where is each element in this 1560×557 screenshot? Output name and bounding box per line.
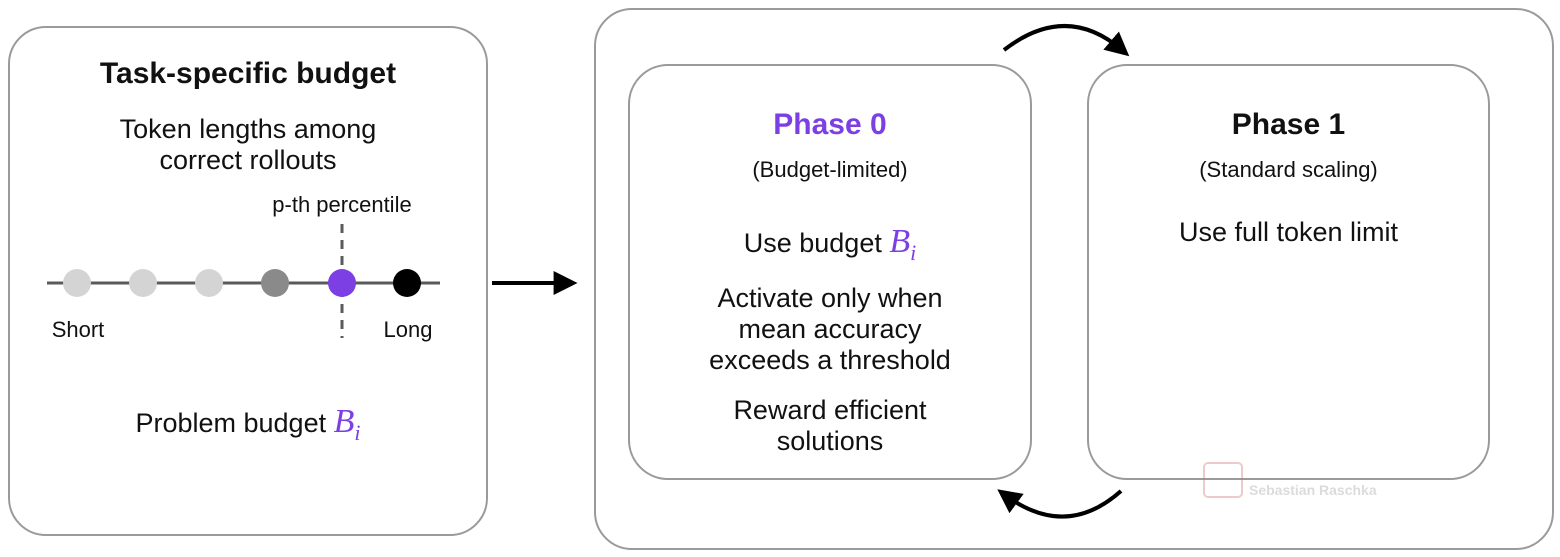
problem-budget-label: Problem budget — [135, 408, 327, 438]
task-budget-title: Task-specific budget — [99, 57, 397, 90]
phase1-box — [1087, 64, 1490, 480]
rollout-dot — [63, 269, 91, 297]
rollout-dot — [195, 269, 223, 297]
watermark-text: Sebastian Raschka — [1249, 482, 1377, 498]
phase1-title: Phase 1 — [1231, 108, 1346, 141]
token-lengths-line1: Token lengths among — [119, 114, 377, 144]
reward-line1: Reward efficient — [733, 395, 927, 425]
activate-line3: exceeds a threshold — [709, 345, 951, 375]
loop-arrow-top — [1002, 24, 1130, 57]
rollout-dots — [63, 269, 421, 297]
percentile-label: p-th percentile — [272, 192, 412, 217]
loop-arrow-bottom — [997, 489, 1123, 519]
percentile-dot — [328, 269, 356, 297]
activate-line2: mean accuracy — [738, 314, 922, 344]
budget-symbol: Bi — [333, 403, 361, 446]
phase1-body: Use full token limit — [1178, 217, 1399, 247]
rollout-dot — [129, 269, 157, 297]
phase0-use-budget: Use budget Bi — [628, 223, 1032, 269]
phase0-budget-symbol: Bi — [889, 223, 917, 266]
phase0-box — [628, 64, 1032, 480]
watermark-stamp-icon — [1203, 462, 1243, 498]
rollout-dot — [261, 269, 289, 297]
watermark: Sebastian Raschka — [1203, 462, 1377, 498]
use-budget-label: Use budget — [743, 228, 882, 258]
problem-budget: Problem budget Bi — [8, 403, 488, 449]
long-label: Long — [383, 317, 433, 342]
reward-line2: solutions — [776, 426, 884, 456]
rollout-dot — [393, 269, 421, 297]
phase1-subtitle: (Standard scaling) — [1199, 157, 1378, 182]
activate-line1: Activate only when — [717, 283, 943, 313]
phase0-subtitle: (Budget-limited) — [752, 157, 908, 182]
phase0-title: Phase 0 — [773, 108, 887, 141]
token-lengths-line2: correct rollouts — [159, 145, 337, 175]
short-label: Short — [51, 317, 105, 342]
